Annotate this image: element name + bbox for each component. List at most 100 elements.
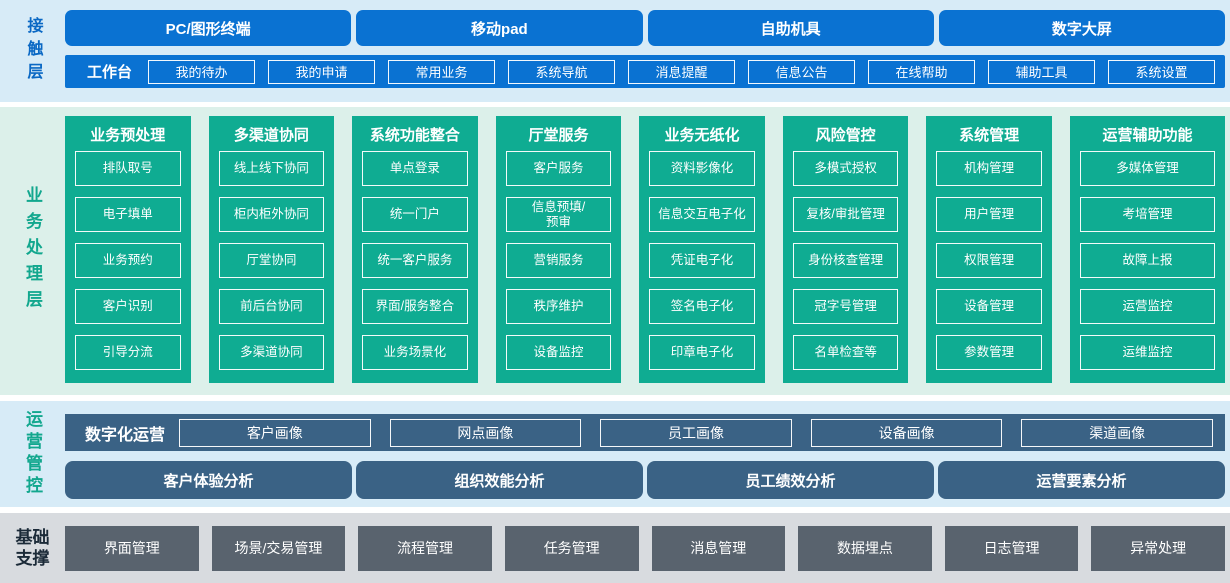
business-item: 运维监控 bbox=[1079, 335, 1216, 370]
workbench-items: 我的待办 我的申请 常用业务 系统导航 消息提醒 信息公告 在线帮助 辅助工具 … bbox=[148, 59, 1216, 84]
base-item: 异常处理 bbox=[1091, 525, 1225, 571]
business-item: 客户识别 bbox=[75, 289, 181, 324]
business-item: 统一客户服务 bbox=[362, 243, 468, 278]
contact-layer-label-text: 接触层 bbox=[24, 16, 42, 86]
business-column-items: 机构管理 用户管理 权限管理 设备管理 参数管理 bbox=[936, 151, 1042, 370]
analysis-button: 员工绩效分析 bbox=[647, 461, 934, 499]
business-item: 柜内柜外协同 bbox=[218, 197, 325, 232]
portrait-item: 设备画像 bbox=[810, 418, 1003, 447]
workbench-item: 系统导航 bbox=[508, 59, 616, 84]
business-column: 系统功能整合 单点登录 统一门户 统一客户服务 界面/服务整合 业务场景化 bbox=[352, 116, 478, 383]
base-item: 流程管理 bbox=[358, 525, 492, 571]
base-item: 消息管理 bbox=[651, 525, 786, 571]
business-layer-label-text: 业务处理层 bbox=[23, 186, 42, 316]
business-column: 系统管理 机构管理 用户管理 权限管理 设备管理 参数管理 bbox=[926, 116, 1052, 383]
analysis-button: 运营要素分析 bbox=[938, 461, 1225, 499]
business-columns: 业务预处理 排队取号 电子填单 业务预约 客户识别 引导分流 bbox=[65, 107, 1230, 395]
business-column-items: 客户服务 信息预填/ 预审 营销服务 秩序维护 设备监控 bbox=[505, 151, 612, 370]
business-item: 权限管理 bbox=[936, 243, 1042, 278]
business-item: 业务场景化 bbox=[362, 335, 468, 370]
base-layer-label-text: 基础 支撑 bbox=[15, 527, 50, 568]
business-column: 业务预处理 排队取号 电子填单 业务预约 客户识别 引导分流 bbox=[65, 116, 191, 383]
business-item: 机构管理 bbox=[936, 151, 1042, 186]
business-item: 运营监控 bbox=[1079, 289, 1216, 324]
base-layer-label: 基础 支撑 bbox=[0, 513, 65, 583]
terminal-button: 移动pad bbox=[356, 10, 643, 46]
business-column-title: 多渠道协同 bbox=[233, 127, 309, 144]
ops-layer-content: 数字化运营 客户画像 网点画像 员工画像 设备画像 渠道画像 客户体验分析 bbox=[65, 401, 1230, 507]
business-item: 考培管理 bbox=[1079, 197, 1216, 232]
digital-ops-label: 数字化运营 bbox=[85, 426, 166, 444]
business-item: 印章电子化 bbox=[649, 335, 755, 370]
business-item: 前后台协同 bbox=[218, 289, 325, 324]
business-item: 名单检查等 bbox=[792, 335, 899, 370]
contact-layer-label: 接触层 bbox=[0, 0, 65, 102]
business-column-items: 线上线下协同 柜内柜外协同 厅堂协同 前后台协同 多渠道协同 bbox=[218, 151, 325, 370]
workbench-item: 我的待办 bbox=[148, 59, 256, 84]
business-column-items: 多媒体管理 考培管理 故障上报 运营监控 运维监控 bbox=[1079, 151, 1216, 370]
business-item: 用户管理 bbox=[936, 197, 1042, 232]
workbench-item: 辅助工具 bbox=[988, 59, 1096, 84]
business-item: 厅堂协同 bbox=[218, 243, 325, 278]
business-column: 运营辅助功能 多媒体管理 考培管理 故障上报 运营监控 运维监控 bbox=[1069, 116, 1226, 383]
portrait-item: 渠道画像 bbox=[1021, 418, 1213, 447]
portrait-item: 客户画像 bbox=[179, 418, 371, 447]
business-item: 参数管理 bbox=[936, 335, 1042, 370]
ops-layer-label-text: 运营管控 bbox=[23, 410, 42, 498]
business-column-title: 系统功能整合 bbox=[369, 127, 460, 144]
business-item: 线上线下协同 bbox=[218, 151, 325, 186]
business-item: 单点登录 bbox=[362, 151, 468, 186]
business-item: 复核/审批管理 bbox=[792, 197, 899, 232]
business-item: 电子填单 bbox=[75, 197, 181, 232]
business-item: 营销服务 bbox=[505, 243, 612, 278]
business-item: 冠字号管理 bbox=[792, 289, 899, 324]
business-column-title: 业务预处理 bbox=[90, 127, 166, 144]
business-layer-label: 业务处理层 bbox=[0, 107, 65, 395]
business-column: 多渠道协同 线上线下协同 柜内柜外协同 厅堂协同 前后台协同 多渠道协同 bbox=[208, 116, 335, 383]
workbench-item: 消息提醒 bbox=[628, 59, 736, 84]
digital-ops-bar: 数字化运营 客户画像 网点画像 员工画像 设备画像 渠道画像 bbox=[65, 414, 1225, 451]
ops-layer-label: 运营管控 bbox=[0, 401, 65, 507]
business-item: 多渠道协同 bbox=[218, 335, 325, 370]
base-item: 数据埋点 bbox=[798, 525, 932, 571]
base-item: 日志管理 bbox=[944, 525, 1079, 571]
business-item: 客户服务 bbox=[505, 151, 612, 186]
business-item: 设备管理 bbox=[936, 289, 1042, 324]
ops-layer: 运营管控 数字化运营 客户画像 网点画像 员工画像 设备画像 渠道画像 bbox=[0, 401, 1230, 507]
business-column: 业务无纸化 资料影像化 信息交互电子化 凭证电子化 签名电子化 印章电子化 bbox=[639, 116, 765, 383]
portrait-item: 网点画像 bbox=[389, 418, 582, 447]
business-item: 秩序维护 bbox=[505, 289, 612, 324]
business-item: 资料影像化 bbox=[649, 151, 755, 186]
portrait-item: 员工画像 bbox=[600, 418, 792, 447]
business-item: 设备监控 bbox=[505, 335, 612, 370]
base-item: 任务管理 bbox=[504, 525, 639, 571]
terminal-button: 自助机具 bbox=[647, 10, 934, 46]
business-item: 身份核查管理 bbox=[792, 243, 899, 278]
business-item: 信息预填/ 预审 bbox=[505, 197, 612, 232]
business-item: 界面/服务整合 bbox=[362, 289, 468, 324]
business-column-items: 资料影像化 信息交互电子化 凭证电子化 签名电子化 印章电子化 bbox=[649, 151, 755, 370]
workbench-item: 系统设置 bbox=[1108, 59, 1216, 84]
business-item: 签名电子化 bbox=[649, 289, 755, 324]
workbench-label: 工作台 bbox=[87, 64, 133, 81]
business-column-title: 风险管控 bbox=[815, 127, 876, 144]
workbench-item: 信息公告 bbox=[748, 59, 856, 84]
business-item: 业务预约 bbox=[75, 243, 181, 278]
business-item: 排队取号 bbox=[75, 151, 181, 186]
digital-ops-items: 客户画像 网点画像 员工画像 设备画像 渠道画像 bbox=[179, 418, 1213, 447]
business-item: 故障上报 bbox=[1079, 243, 1216, 278]
terminal-button: 数字大屏 bbox=[938, 10, 1225, 46]
business-item: 凭证电子化 bbox=[649, 243, 755, 278]
base-layer: 基础 支撑 界面管理 场景/交易管理 流程管理 任务管理 消息管理 数据埋点 日… bbox=[0, 513, 1230, 583]
business-item: 信息交互电子化 bbox=[649, 197, 755, 232]
business-column-items: 多模式授权 复核/审批管理 身份核查管理 冠字号管理 名单检查等 bbox=[792, 151, 899, 370]
analysis-button: 客户体验分析 bbox=[65, 461, 352, 499]
base-layer-items: 界面管理 场景/交易管理 流程管理 任务管理 消息管理 数据埋点 日志管理 异常… bbox=[65, 513, 1230, 583]
business-column-items: 排队取号 电子填单 业务预约 客户识别 引导分流 bbox=[75, 151, 181, 370]
terminal-button: PC/图形终端 bbox=[65, 10, 352, 46]
business-column-title: 业务无纸化 bbox=[664, 127, 740, 144]
business-item: 引导分流 bbox=[75, 335, 181, 370]
contact-layer-content: PC/图形终端 移动pad 自助机具 数字大屏 工作台 我的待办 我的申请 常用… bbox=[65, 0, 1230, 102]
analysis-row: 客户体验分析 组织效能分析 员工绩效分析 运营要素分析 bbox=[65, 461, 1225, 499]
business-item: 多模式授权 bbox=[792, 151, 899, 186]
